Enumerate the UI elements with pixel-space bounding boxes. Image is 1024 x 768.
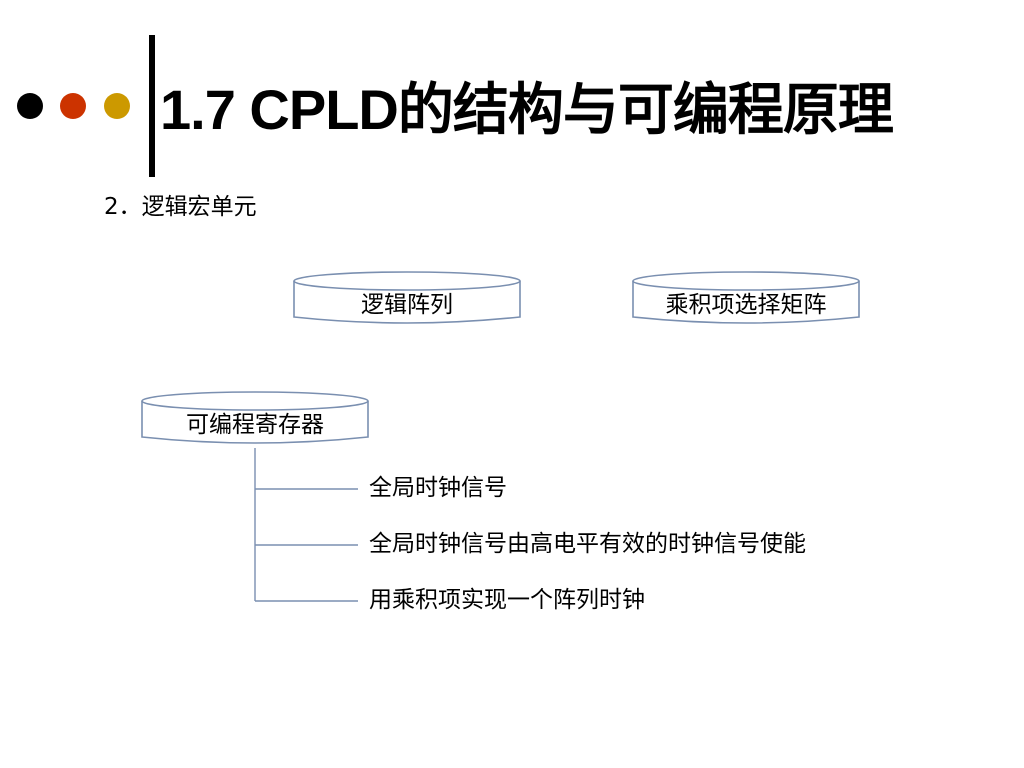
programmable-register-label: 可编程寄存器 — [186, 412, 324, 438]
black-dot — [17, 93, 43, 119]
logic-array-node: 逻辑阵列 — [292, 270, 522, 328]
logic-array-shape — [293, 271, 521, 324]
branch-label-global-clock: 全局时钟信号 — [369, 475, 507, 501]
product-term-matrix-label: 乘积项选择矩阵 — [665, 292, 827, 318]
section-subtitle: 2．逻辑宏单元 — [104, 194, 257, 220]
title-divider — [149, 35, 155, 177]
product-term-matrix-node: 乘积项选择矩阵 — [631, 270, 861, 328]
programmable-register-node: 可编程寄存器 — [140, 390, 370, 448]
gold-dot — [104, 93, 130, 119]
logic-array-label: 逻辑阵列 — [361, 292, 453, 318]
programmable-register-shape — [141, 391, 369, 444]
page-title: 1.7 CPLD的结构与可编程原理 — [160, 78, 894, 141]
red-dot — [60, 93, 86, 119]
product-term-matrix-shape — [632, 271, 860, 324]
branch-label-clock-enable: 全局时钟信号由高电平有效的时钟信号使能 — [369, 531, 806, 557]
branch-label-array-clock: 用乘积项实现一个阵列时钟 — [369, 587, 645, 613]
